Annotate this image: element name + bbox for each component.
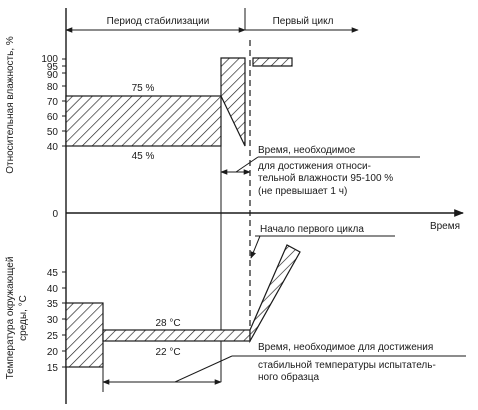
humidity-upper-label: 75 %: [132, 83, 155, 94]
humidity-tick: 60: [47, 112, 59, 123]
temperature-time-note-line2: стабильной температуры испытатель-: [258, 359, 436, 371]
humidity-tick: 50: [47, 127, 59, 138]
temperature-stabilization-band: [102, 329, 251, 342]
humidity-stabilization-band: [65, 95, 222, 147]
stabilization-label: Период стабилизации: [107, 15, 210, 27]
humidity-axis: 100 95 90 80 70 60 50 40 0 Относительная…: [5, 8, 67, 220]
humidity-axis-label: Относительная влажность, %: [5, 36, 16, 174]
temperature-rise-zone: [249, 244, 301, 344]
cycle-start-annotation: Начало первого цикла: [250, 224, 395, 259]
temperature-time-note-line3: ного образца: [258, 371, 319, 383]
humidity-time-note-line1: Время, необходимое: [258, 144, 356, 156]
temperature-time-annotation: Время, необходимое для достижения стабил…: [102, 341, 466, 392]
humidity-tick: 90: [47, 70, 59, 81]
humidity-lower-label: 45 %: [132, 151, 155, 162]
humidity-tick: 80: [47, 82, 59, 93]
humidity-tick: 100: [41, 54, 58, 65]
phase-header: Период стабилизации Первый цикл: [65, 8, 359, 33]
humidity-profile: 75 % 45 %: [65, 57, 293, 162]
temperature-lower-label: 22 °С: [155, 347, 180, 358]
temperature-tick: 45: [47, 268, 59, 279]
humidity-tick: 70: [47, 97, 59, 108]
temperature-profile: 28 °С 22 °С: [65, 244, 301, 368]
temperature-initial-zone: [65, 302, 104, 368]
temperature-axis-label-line1: Температура окружающей: [5, 257, 16, 380]
temperature-tick: 25: [47, 331, 59, 342]
cycle-start-label: Начало первого цикла: [260, 224, 364, 235]
humidity-first-cycle-band: [252, 57, 293, 67]
humidity-rise-zone: [220, 57, 246, 147]
humidity-tick: 40: [47, 142, 59, 153]
temperature-tick: 40: [47, 284, 59, 295]
humidity-time-note-line4: (не превышает 1 ч): [258, 186, 347, 197]
temperature-tick: 15: [47, 363, 59, 374]
humidity-time-note-line2: для достижения относи-: [258, 161, 371, 172]
temperature-axis-label-line2: среды, °С: [18, 295, 29, 341]
humidity-time-annotation: Время, необходимое для достижения относи…: [220, 144, 420, 197]
humidity-tick: 95: [47, 62, 59, 73]
temperature-upper-label: 28 °С: [155, 318, 180, 329]
temperature-tick: 30: [47, 315, 59, 326]
zero-tick: 0: [52, 209, 58, 220]
time-axis-label: Время: [430, 221, 460, 232]
temperature-tick: 20: [47, 347, 59, 358]
temperature-time-note-line1: Время, необходимое для достижения: [258, 341, 433, 353]
first-cycle-label: Первый цикл: [273, 16, 334, 27]
humidity-time-note-line3: тельной влажности 95-100 %: [258, 173, 393, 184]
temperature-tick: 35: [47, 299, 59, 310]
cycle-start-arrow: [250, 235, 261, 259]
temperature-axis: 45 40 35 30 25 20 15 Температура окружаю…: [5, 213, 67, 404]
